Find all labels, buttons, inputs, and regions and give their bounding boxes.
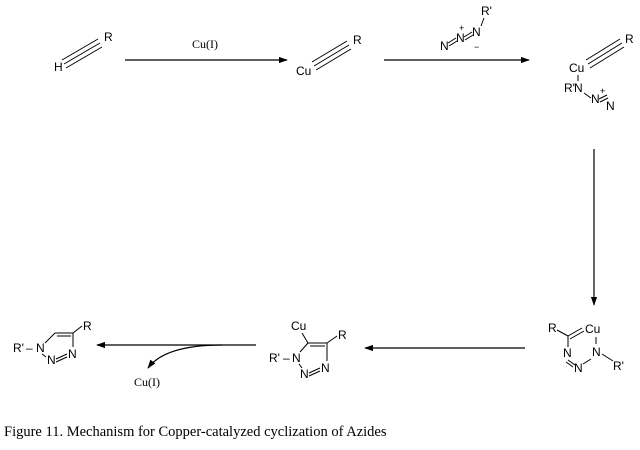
atom-n: N bbox=[591, 92, 600, 106]
bond-dash: – bbox=[283, 351, 290, 365]
atom-n: N bbox=[563, 346, 572, 360]
copper-acetylide: Cu R bbox=[296, 33, 362, 78]
atom-r-prime: R' bbox=[613, 359, 624, 373]
triazole-product: R' – N R N N bbox=[13, 319, 92, 367]
catalyst-release-arrow bbox=[147, 344, 223, 369]
condition-cu-catalyst: Cu(I) bbox=[192, 37, 218, 51]
atom-n: N bbox=[321, 361, 330, 375]
atom-cu: Cu bbox=[291, 319, 306, 333]
atom-cu: Cu bbox=[569, 61, 584, 75]
atom-h: H bbox=[54, 60, 63, 74]
atom-r-prime: R' bbox=[269, 351, 280, 365]
atom-r: R bbox=[83, 319, 92, 333]
atom-n: N bbox=[592, 345, 601, 359]
atom-r: R bbox=[625, 32, 634, 46]
copper-triazolide: Cu R' – N R N N bbox=[269, 319, 347, 381]
negative-charge: − bbox=[474, 42, 479, 52]
atom-n: N bbox=[292, 351, 301, 365]
condition-cu-release: Cu(I) bbox=[134, 375, 160, 389]
atom-n: N bbox=[574, 361, 583, 375]
copper-metallacycle: R Cu N R' N N bbox=[548, 321, 624, 375]
atom-n: N bbox=[440, 39, 449, 53]
atom-cu: Cu bbox=[296, 64, 311, 78]
atom-r-prime: R' bbox=[13, 341, 24, 355]
atom-cu: Cu bbox=[585, 322, 600, 336]
atom-n: N bbox=[47, 353, 56, 367]
atom-n: N bbox=[300, 367, 309, 381]
atom-n: N bbox=[68, 347, 77, 361]
atom-r: R bbox=[353, 33, 362, 47]
bond-dash: – bbox=[26, 341, 33, 355]
atom-n: N bbox=[36, 341, 45, 355]
organic-azide-reagent: N N + N − R' bbox=[440, 4, 492, 53]
terminal-alkyne: H R bbox=[54, 30, 113, 74]
atom-r: R bbox=[548, 321, 557, 335]
figure-caption: Figure 11. Mechanism for Copper-catalyze… bbox=[4, 424, 387, 440]
atom-r: R bbox=[338, 328, 347, 342]
atom-r-prime: R' bbox=[564, 81, 575, 95]
atom-r: R bbox=[104, 30, 113, 44]
atom-n: N bbox=[574, 81, 583, 95]
positive-charge: + bbox=[600, 86, 605, 96]
copper-azide-complex: Cu R R' N N + N bbox=[564, 32, 634, 113]
atom-n: N bbox=[472, 25, 481, 39]
positive-charge: + bbox=[459, 23, 464, 33]
atom-n: N bbox=[456, 31, 465, 45]
atom-n: N bbox=[606, 99, 615, 113]
atom-r-prime: R' bbox=[481, 4, 492, 18]
